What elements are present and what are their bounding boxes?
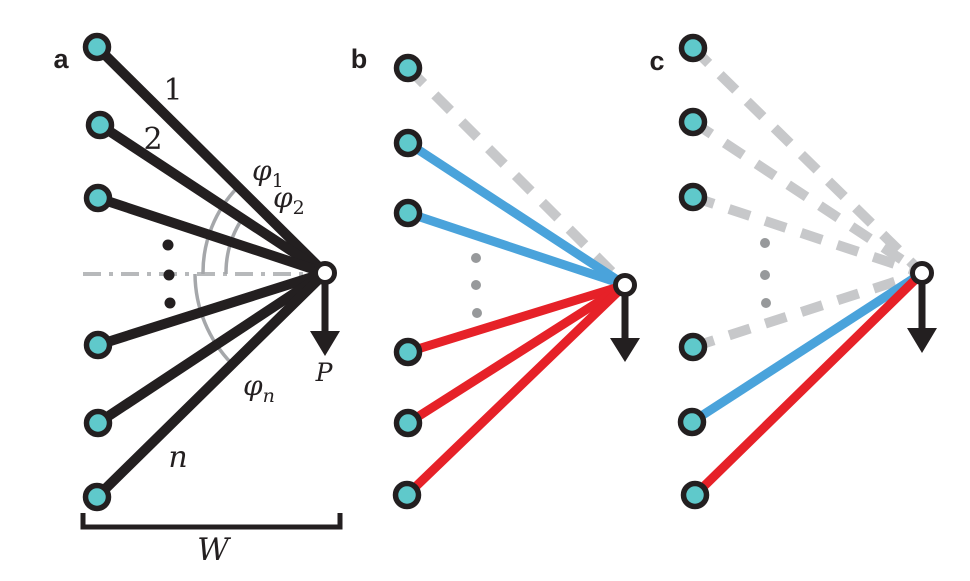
ellipsis-dot: [472, 308, 482, 318]
junction-node: [613, 273, 637, 297]
ellipsis-dot: [162, 239, 174, 251]
anchor-node: [83, 408, 113, 438]
bar-a2: [97, 120, 328, 278]
bar-a3: [96, 193, 327, 278]
anchor-node: [393, 337, 423, 367]
anchor-node: [83, 330, 113, 360]
bar-b3-blue: [406, 208, 627, 290]
panel-c-label: c: [649, 46, 664, 76]
panel-c: c: [649, 33, 937, 510]
bar-a6: [93, 269, 329, 501]
angle-arc-phin: [193, 273, 234, 366]
ellipsis-dot: [760, 270, 770, 280]
anchor-node: [678, 332, 708, 362]
anchor-node: [82, 482, 112, 512]
ellipsis-dot: [471, 280, 481, 290]
bar-c5-blue: [689, 269, 925, 426]
panel-a: a 1 2 n φ1 φ2 φn P W: [53, 32, 343, 568]
anchor-node: [82, 32, 112, 62]
bar-c2-removed: [690, 117, 925, 278]
anchor-node: [678, 182, 708, 212]
phi2-subscript: 2: [293, 197, 305, 219]
angle-phin-label: φn: [243, 369, 275, 407]
width-bracket: [80, 513, 343, 530]
anchor-node: [393, 128, 423, 158]
anchor-node: [85, 110, 115, 140]
ellipsis-dot: [760, 238, 770, 248]
junction-node: [313, 261, 337, 285]
bar-b2-blue: [405, 139, 628, 289]
bar-2-label: 2: [143, 122, 162, 157]
bar-a1: [93, 43, 329, 277]
anchor-node: [83, 183, 113, 213]
phi-symbol: φ: [273, 181, 293, 214]
bar-a4: [96, 268, 327, 350]
phi-symbol: φ: [243, 369, 263, 402]
anchor-node: [680, 480, 710, 510]
ellipsis-dot: [164, 297, 176, 309]
angle-phi1-label: φ1: [252, 154, 284, 192]
anchor-node: [678, 107, 708, 137]
bar-n-label: n: [168, 440, 187, 475]
bar-b1-removed: [404, 64, 629, 289]
angle-phi2-label: φ2: [273, 181, 305, 219]
anchor-node: [393, 53, 423, 83]
angle-arc-phi1: [201, 185, 240, 275]
anchor-node: [393, 198, 423, 228]
panel-b-label: b: [351, 44, 368, 74]
load-arrow-head: [907, 328, 937, 353]
anchor-node: [678, 33, 708, 63]
phi-symbol: φ: [252, 154, 272, 187]
load-p-label: P: [315, 358, 334, 387]
phin-subscript: n: [263, 385, 275, 407]
load-arrow-head: [610, 338, 640, 362]
anchor-node: [393, 408, 423, 438]
width-w-label: W: [197, 532, 231, 568]
anchor-node: [392, 480, 422, 510]
panel-a-label: a: [53, 44, 69, 74]
ellipsis-dot: [761, 298, 771, 308]
anchor-node: [677, 407, 707, 437]
bar-c6-red: [691, 269, 926, 499]
ellipsis-dot: [471, 253, 481, 263]
phi1-subscript: 1: [272, 170, 284, 192]
bar-b5-red: [405, 281, 628, 427]
bar-c1-removed: [689, 44, 926, 277]
bar-1-label: 1: [163, 73, 182, 108]
bar-b6-red: [403, 281, 629, 499]
bar-c4-removed: [691, 268, 924, 352]
bar-b4-red: [406, 280, 627, 357]
bar-a5: [95, 268, 328, 428]
panel-b: b: [351, 44, 640, 510]
junction-node: [910, 261, 934, 285]
ellipsis-dot: [163, 269, 175, 281]
load-arrow-head: [310, 331, 340, 356]
bar-c3-removed: [691, 192, 924, 278]
